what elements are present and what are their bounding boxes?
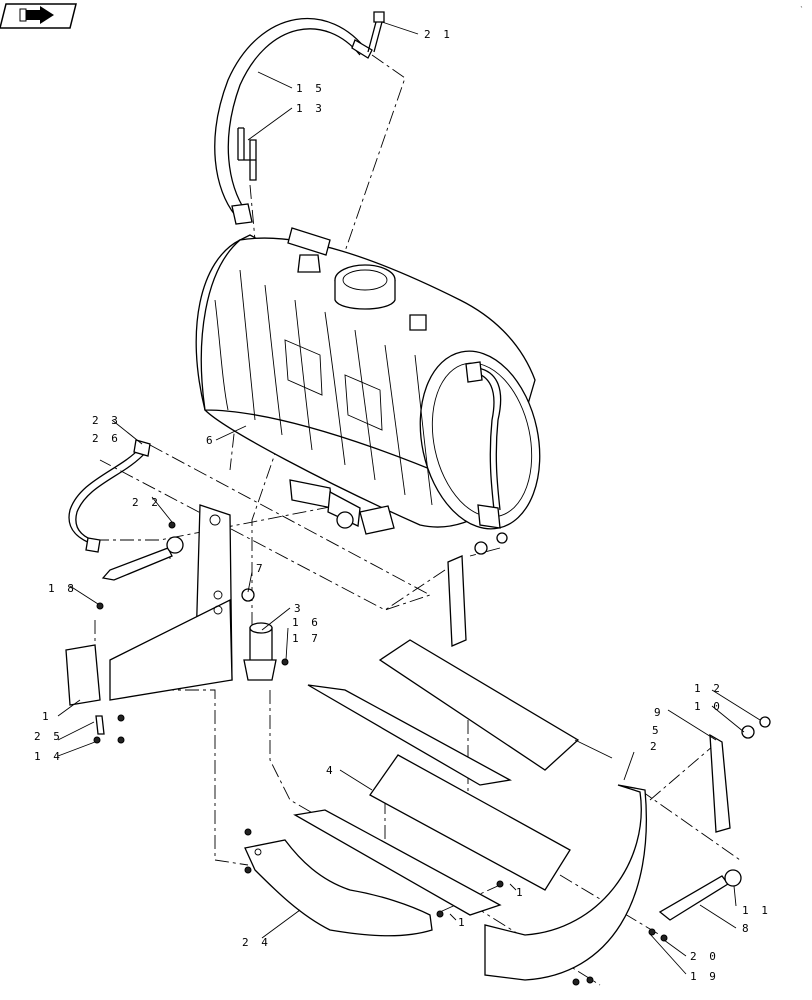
tank-pads xyxy=(293,639,580,916)
callout-21: 2 1 xyxy=(424,28,453,41)
callout-12: 1 2 xyxy=(694,682,723,695)
callout-8: 8 xyxy=(742,922,752,935)
callout-25: 2 5 xyxy=(34,730,63,743)
clamp-bolt xyxy=(367,11,385,53)
strap-hook xyxy=(237,127,257,181)
callout-19: 1 9 xyxy=(690,970,719,983)
callout-1b: 1 xyxy=(516,886,526,899)
page-forward-button[interactable] xyxy=(0,3,77,29)
tank-drain-hose xyxy=(465,361,502,529)
callout-4: 4 xyxy=(326,764,336,777)
lower-fasteners xyxy=(244,828,668,986)
callout-17: 1 7 xyxy=(292,632,321,645)
callout-7: 7 xyxy=(256,562,266,575)
bolt-8 xyxy=(658,869,742,921)
small-fasteners xyxy=(93,521,289,744)
callout-15: 1 5 xyxy=(296,82,325,95)
bolt-long xyxy=(101,536,184,581)
callout-20: 2 0 xyxy=(690,950,719,963)
tank-support-strap xyxy=(447,532,508,647)
callout-2: 2 xyxy=(650,740,660,753)
callout-24: 2 4 xyxy=(242,936,271,949)
mount-bracket xyxy=(65,504,233,706)
callout-16: 1 6 xyxy=(292,616,321,629)
callout-13: 1 3 xyxy=(296,102,325,115)
lower-support-bracket xyxy=(244,839,433,937)
filter-canister xyxy=(243,622,277,681)
callout-6: 6 xyxy=(206,434,216,447)
tank-strap xyxy=(214,18,373,225)
callout-1c: 1 xyxy=(458,916,468,929)
callout-labels: 2 1 1 5 1 3 6 2 3 2 6 2 2 7 1 8 3 1 6 1 … xyxy=(34,28,771,983)
callout-3: 3 xyxy=(294,602,304,615)
page-forward-arrow-icon xyxy=(19,6,54,24)
valve-assembly xyxy=(289,479,395,535)
callout-9: 9 xyxy=(654,706,664,719)
callout-1: 1 xyxy=(42,710,52,723)
tank xyxy=(195,227,541,530)
side-bracket xyxy=(484,716,771,981)
callout-14: 1 4 xyxy=(34,750,63,763)
drain-hose xyxy=(68,439,151,553)
callout-18: 1 8 xyxy=(48,582,77,595)
callout-22: 2 2 xyxy=(132,496,161,509)
callout-5: 5 xyxy=(652,724,662,737)
callout-leaders xyxy=(57,21,761,975)
callout-10: 1 0 xyxy=(694,700,723,713)
corner-mark: ` xyxy=(800,6,804,14)
callout-11: 1 1 xyxy=(742,904,771,917)
callout-23: 2 3 xyxy=(92,414,121,427)
callout-26: 2 6 xyxy=(92,432,121,445)
